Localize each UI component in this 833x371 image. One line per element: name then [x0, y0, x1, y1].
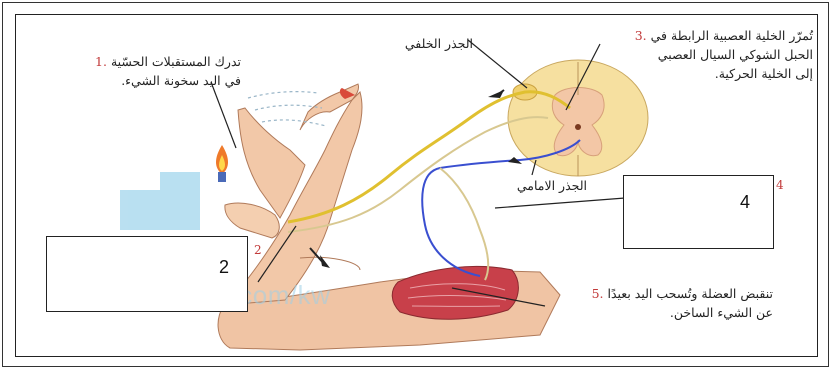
front-root-label: الجذر الامامي [517, 176, 587, 195]
answer-box-2-number: 2 [219, 257, 229, 278]
step5-number: .5 [592, 286, 604, 301]
step3-line3: إلى الخلية الحركية. [715, 66, 813, 81]
back-root-label: الجذر الخلفي [405, 34, 473, 53]
flame-icon [216, 145, 228, 182]
small-step-2: 2 [254, 241, 262, 260]
step5-line2: عن الشيء الساخن. [670, 305, 773, 320]
small-step-4: 4 [776, 176, 784, 195]
step3-label: تُمرّر الخلية العصبية الرابطة في .3 الحب… [593, 26, 813, 83]
step3-line2: الحبل الشوكي السيال العصبي [658, 47, 813, 62]
step5-line1: تنقبض العضلة وتُسحب اليد بعيدًا [608, 286, 774, 301]
answer-box-4[interactable]: 4 [623, 175, 774, 249]
step1-line2: في اليد سخونة الشيء. [121, 73, 241, 88]
step3-number: .3 [635, 28, 647, 43]
watermark-logo [120, 172, 200, 230]
step5-label: تنقبض العضلة وتُسحب اليد بعيدًا .5 عن ال… [543, 284, 773, 322]
step1-line1: تدرك المستقبلات الحسّية [111, 54, 241, 69]
answer-box-4-number: 4 [740, 192, 750, 213]
step3-line1: تُمرّر الخلية العصبية الرابطة في [651, 28, 813, 43]
muscle [392, 266, 518, 319]
step1-number: .1 [95, 54, 107, 69]
step1-label: تدرك المستقبلات الحسّية .1 في اليد سخونة… [41, 52, 241, 90]
answer-box-2[interactable]: 2 [46, 236, 248, 312]
